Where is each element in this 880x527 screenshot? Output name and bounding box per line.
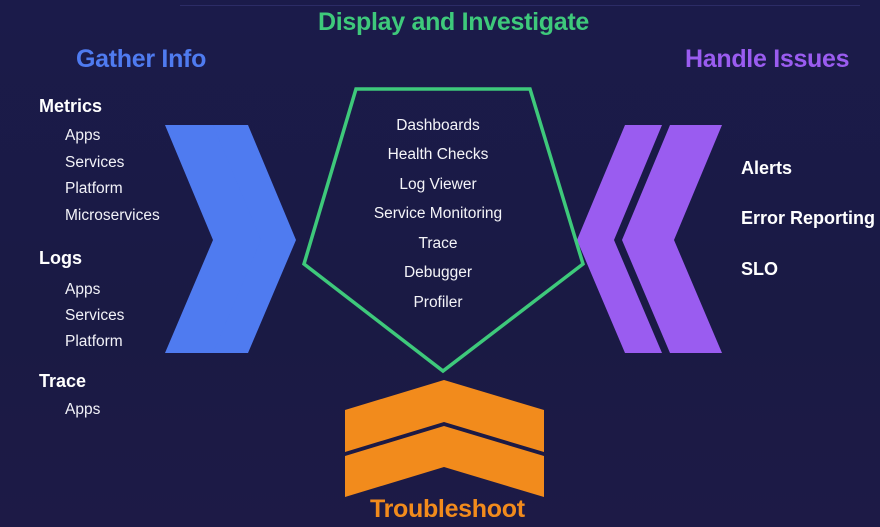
list-item: Trace (418, 235, 458, 252)
metrics-heading: Metrics (39, 96, 103, 116)
list-item: Apps (65, 401, 101, 418)
trace-heading: Trace (39, 371, 87, 391)
list-item: Error Reporting (741, 208, 876, 228)
list-item: Services (65, 154, 125, 171)
list-item: Apps (65, 281, 101, 298)
list-item: Dashboards (396, 117, 480, 134)
gather-info-title: Gather Info (76, 45, 207, 73)
chevron-right-icon (165, 125, 296, 353)
list-item: Platform (65, 333, 123, 350)
list-item: Debugger (403, 264, 473, 281)
list-item: Alerts (741, 158, 793, 178)
chevron-up-icon (345, 380, 544, 497)
chevron-up-bottom (345, 426, 544, 497)
list-item: Health Checks (387, 146, 489, 163)
list-item: Log Viewer (399, 176, 477, 193)
list-item: Apps (65, 127, 101, 144)
chevron-right-inner (213, 125, 296, 353)
pentagon-outline (301, 87, 586, 374)
chevron-left-outer (622, 125, 722, 353)
display-investigate-title: Display and Investigate (318, 8, 589, 36)
list-item: Platform (65, 180, 123, 197)
logs-heading: Logs (39, 248, 82, 268)
list-item: SLO (741, 259, 779, 279)
list-item: Profiler (413, 294, 463, 311)
list-item: Services (65, 307, 125, 324)
list-item: Microservices (65, 207, 160, 224)
troubleshoot-title: Troubleshoot (370, 495, 525, 523)
chevron-left-icon (577, 125, 722, 353)
chevron-left-inner (577, 125, 662, 353)
list-item: Service Monitoring (373, 205, 503, 222)
top-divider (180, 5, 860, 6)
handle-issues-title: Handle Issues (685, 45, 850, 73)
chevron-up-top (345, 380, 544, 452)
